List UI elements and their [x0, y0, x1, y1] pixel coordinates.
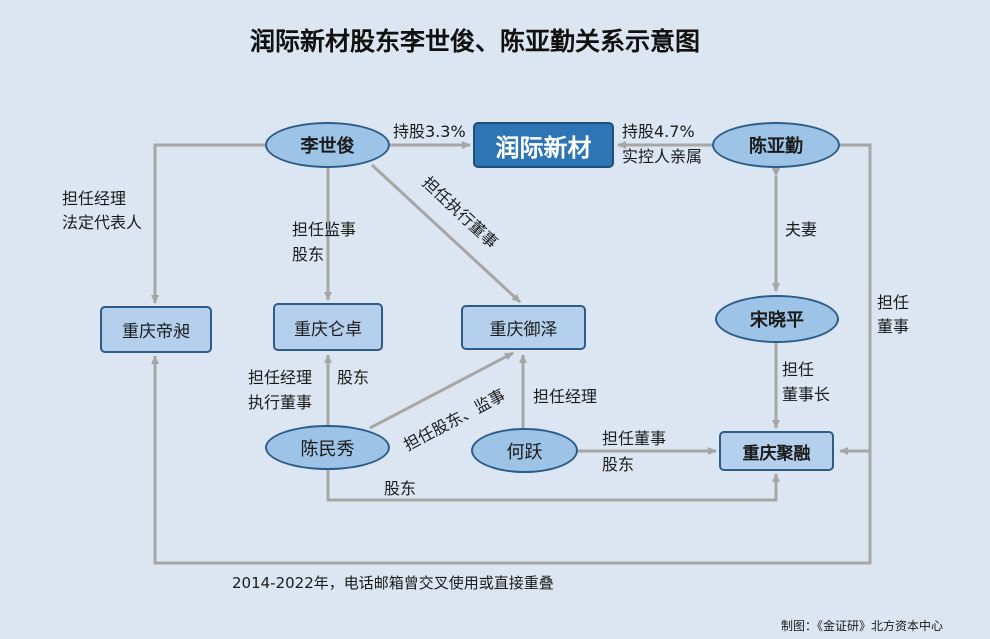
- label-li-runji: 持股3.3%: [393, 122, 466, 141]
- node-cq-yuze: 重庆御泽: [461, 305, 586, 350]
- node-li-shijun: 李世俊: [265, 122, 390, 168]
- bottom-note: 2014-2022年，电话邮箱曾交叉使用或直接重叠: [232, 574, 554, 592]
- label-heyue-jurong-1: 担任董事: [602, 429, 667, 448]
- node-cq-jurong: 重庆聚融: [719, 431, 834, 471]
- label-minxiu-lunzhuo-2: 执行董事: [248, 393, 313, 412]
- credit-text: 制图：《金证研》北方资本中心: [781, 619, 944, 633]
- edge-minxiu-jurong: [326, 470, 780, 502]
- edge-minxiu-yuze: [369, 351, 514, 430]
- node-he-yue: 何跃: [471, 428, 578, 473]
- label-chen-runji-2: 实控人亲属: [622, 147, 703, 166]
- label-song-jurong-1: 担任: [782, 360, 815, 379]
- node-cq-lunzhuo: 重庆仑卓: [273, 303, 383, 351]
- label-minxiu-lunzhuo-1: 担任经理: [248, 368, 313, 387]
- label-chen-jurong-1: 担任: [877, 293, 910, 312]
- label-minxiu-jurong: 股东: [384, 479, 417, 498]
- edge-jurong-dixi: [151, 355, 872, 565]
- label-li-dixi-2: 法定代表人: [62, 213, 143, 232]
- label-li-lunzhuo-2: 股东: [292, 245, 325, 264]
- node-chen-yaqin: 陈亚勤: [712, 122, 840, 168]
- label-song-jurong-2: 董事长: [782, 385, 831, 404]
- node-song-xiaoping: 宋晓平: [715, 295, 839, 343]
- label-chen-runji-1: 持股4.7%: [622, 122, 695, 141]
- label-li-lunzhuo-1: 担任监事: [292, 220, 357, 239]
- label-li-dixi-1: 担任经理: [62, 189, 127, 208]
- label-minxiu-lunzhuo-3: 股东: [337, 368, 370, 387]
- label-heyue-yuze: 担任经理: [533, 387, 598, 406]
- edge-chen-jurong: [839, 143, 872, 455]
- label-heyue-jurong-2: 股东: [602, 455, 635, 474]
- node-runji: 润际新材: [473, 122, 614, 168]
- label-chen-jurong-2: 董事: [877, 317, 910, 336]
- node-chen-minxiu: 陈民秀: [265, 425, 390, 470]
- label-couple: 夫妻: [785, 220, 818, 239]
- node-cq-dixi: 重庆帝昶: [100, 306, 212, 353]
- edge-li-dixi: [151, 143, 265, 304]
- edge-li-yuze: [370, 163, 522, 304]
- diagram-title: 润际新材股东李世俊、陈亚勤关系示意图: [249, 27, 700, 56]
